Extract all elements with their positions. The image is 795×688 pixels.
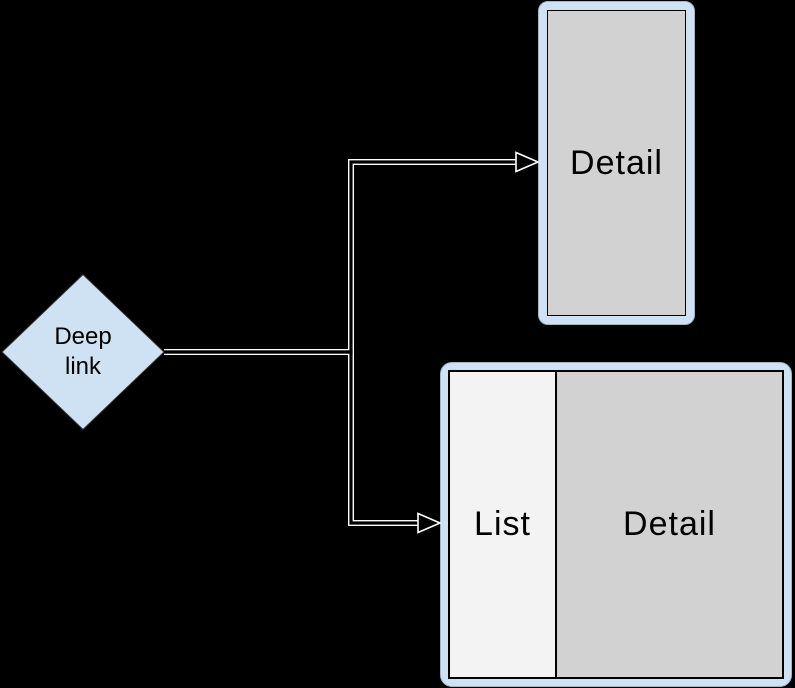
phone-mockup: Detail (538, 1, 695, 325)
tablet-detail-label: Detail (623, 505, 716, 543)
tablet-detail-pane: Detail (557, 372, 782, 677)
connector-to-tablet (164, 350, 428, 525)
tablet-list-pane: List (450, 372, 557, 677)
phone-detail-label: Detail (570, 143, 663, 182)
deep-link-label: Deep link (54, 323, 112, 380)
arrowhead-to-tablet-icon (417, 512, 443, 534)
connector-to-tablet-casing (164, 349, 428, 526)
connector-to-phone (164, 160, 526, 354)
tablet-mockup: List Detail (440, 362, 792, 687)
tablet-list-label: List (474, 505, 531, 543)
connector-to-phone-casing (164, 159, 526, 355)
arrowhead-to-phone-icon (515, 151, 541, 173)
phone-detail-pane: Detail (547, 10, 686, 316)
tablet-screen: List Detail (448, 370, 784, 679)
